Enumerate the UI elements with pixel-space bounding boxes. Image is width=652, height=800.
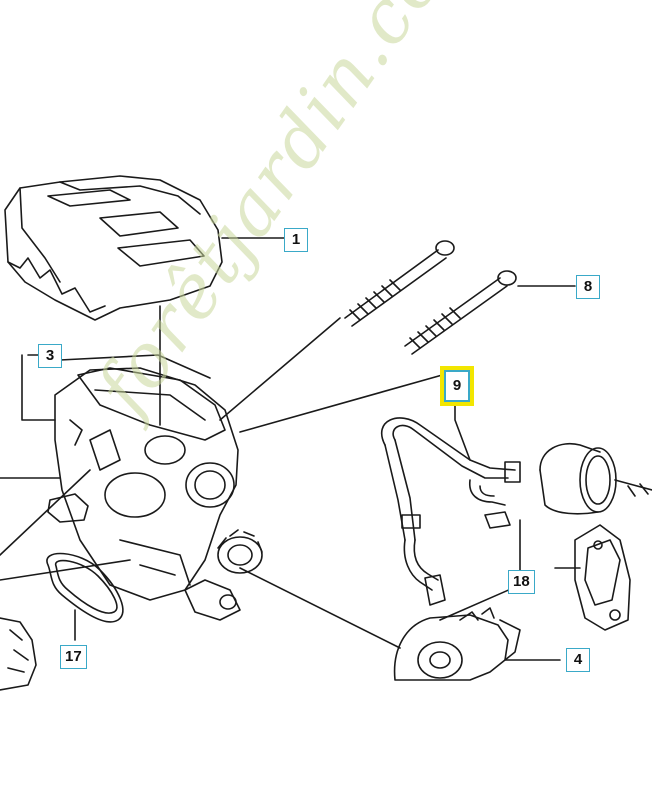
callout-8[interactable]: 8 (576, 275, 600, 299)
small-gasket (47, 493, 89, 523)
part-9-hose (380, 401, 521, 606)
callout-9[interactable]: 9 (440, 366, 474, 406)
part-17-gasket (46, 552, 124, 641)
fuel-pump (539, 443, 652, 515)
part-8-bolts (344, 240, 576, 355)
carb-assembly (184, 317, 461, 649)
part-1-top-cover (4, 175, 291, 426)
part-4-assembly (393, 584, 561, 681)
callout-1[interactable]: 1 (284, 228, 308, 252)
callout-3[interactable]: 3 (38, 344, 62, 368)
callout-17[interactable]: 17 (60, 645, 87, 669)
left-part (0, 617, 37, 691)
callout-4[interactable]: 4 (566, 648, 590, 672)
part-3-housing (0, 354, 239, 601)
side-plate (554, 524, 631, 631)
callout-18[interactable]: 18 (508, 570, 535, 594)
